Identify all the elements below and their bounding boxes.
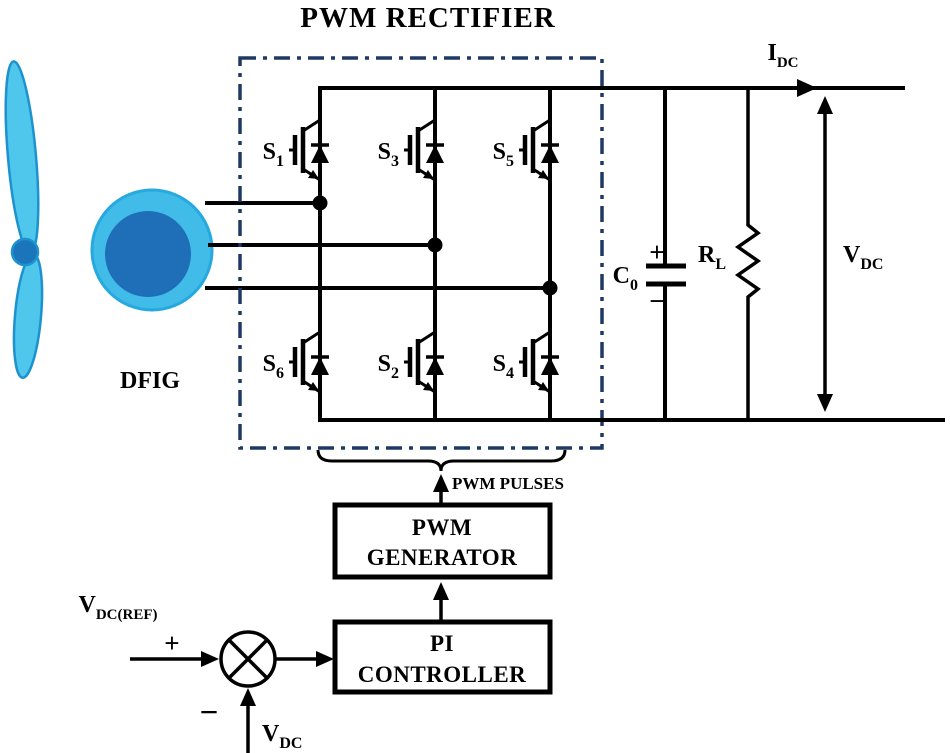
turbine-hub-icon xyxy=(10,237,40,267)
igbt-switch-s2-icon xyxy=(404,332,444,392)
pi-controller-block xyxy=(332,619,553,695)
vdc-feedback-label: VDC xyxy=(262,721,302,752)
turbine-blade-top-icon xyxy=(4,60,40,254)
igbt-switch-s5-icon xyxy=(519,120,559,180)
igbt-switch-s4-icon xyxy=(519,332,559,392)
generator-core-icon xyxy=(105,211,191,297)
phase-lines xyxy=(205,201,550,290)
igbt-switch-s1-icon xyxy=(289,120,329,180)
pwm-pulses-brace xyxy=(316,449,567,472)
switch-s6-label: S6 xyxy=(263,351,284,382)
pwm-generator-block xyxy=(332,502,553,580)
pi-controller-label-line1: PI xyxy=(430,631,454,656)
igbt-switch-s6-icon xyxy=(289,332,329,392)
vdc-arrowhead-bottom-icon xyxy=(817,394,833,412)
switch-s4-label: S4 xyxy=(493,351,514,382)
diagram-title: PWM RECTIFIER xyxy=(300,2,556,34)
pwm-generator-label-line2: GENERATOR xyxy=(367,545,518,570)
pwm-generator-label-line1: PWM xyxy=(412,515,472,540)
pwm-pulses-label: PWM PULSES xyxy=(452,474,564,493)
switch-s2-label: S2 xyxy=(378,351,399,382)
sum-plus-sign: + xyxy=(164,628,179,658)
summing-junction-cross-2 xyxy=(227,638,269,680)
pwm-rectifier-bridge: S1 S3 S5 S6 S2 S4 xyxy=(238,56,604,450)
rectifier-dashed-boundary xyxy=(238,56,604,450)
vdc-feedback-arrowhead-icon xyxy=(240,688,256,706)
vdc-arrowhead-top-icon xyxy=(817,96,833,114)
capacitor-label: C0 xyxy=(613,263,638,294)
generator-label: DFIG xyxy=(120,368,180,394)
switch-s3-label: S3 xyxy=(378,139,399,170)
idc-label: IDC xyxy=(767,40,798,71)
pi-controller-label-line2: CONTROLLER xyxy=(358,662,527,687)
idc-arrowhead-icon xyxy=(797,79,817,97)
vdcref-arrowhead-icon xyxy=(201,651,219,667)
turbine-blade-bottom-icon xyxy=(12,252,44,380)
wind-turbine: DFIG xyxy=(4,60,214,394)
dc-bus: IDC C0 + − RL VDC xyxy=(318,40,945,422)
control-chain: PWM PULSES PWM GENERATOR PI CONTROLLER +… xyxy=(79,449,567,753)
capacitor-minus-sign: − xyxy=(649,286,664,316)
pulses-arrowhead-icon xyxy=(433,474,449,492)
capacitor-plus-sign: + xyxy=(649,237,664,267)
sum-minus-sign: − xyxy=(200,695,219,731)
vdcref-label: VDC(REF) xyxy=(79,592,158,623)
load-resistor-icon xyxy=(734,88,762,420)
vdc-bus-label: VDC xyxy=(843,242,883,273)
pi-to-pwm-arrowhead-icon xyxy=(433,582,449,600)
sum-to-pi-arrowhead-icon xyxy=(316,651,334,667)
switch-s1-label: S1 xyxy=(263,139,284,170)
igbt-switch-s3-icon xyxy=(404,120,444,180)
load-resistor-label: RL xyxy=(698,242,726,273)
switch-s5-label: S5 xyxy=(493,139,514,170)
